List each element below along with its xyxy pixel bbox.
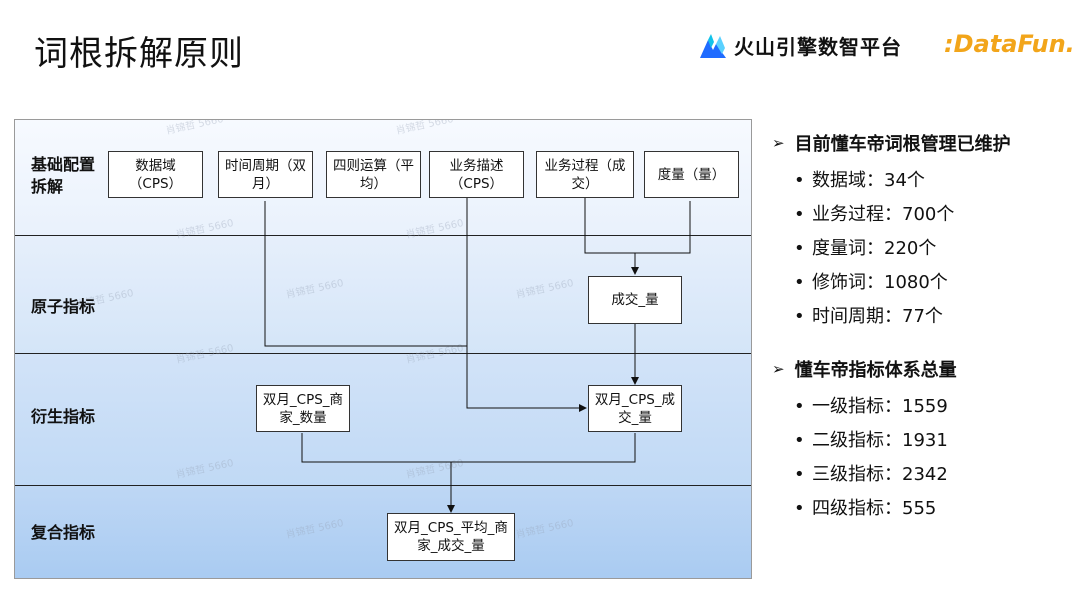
- volcengine-logo: 火山引擎数智平台: [698, 30, 902, 60]
- list-item: 二级指标：1931: [772, 424, 1072, 458]
- stats-panel: ➢ 目前懂车帝词根管理已维护 数据域：34个 业务过程：700个 度量词：220…: [772, 130, 1072, 526]
- row-divider: [15, 235, 751, 236]
- stats-list: 一级指标：1559 二级指标：1931 三级指标：2342 四级指标：555: [772, 390, 1072, 526]
- list-item: 一级指标：1559: [772, 390, 1072, 424]
- node-composite-metric: 双月_CPS_平均_商 家_成交_量: [387, 513, 515, 561]
- node-derived-right: 双月_CPS_成 交_量: [588, 385, 682, 432]
- row-divider: [15, 485, 751, 486]
- volcengine-logo-text: 火山引擎数智平台: [734, 34, 902, 59]
- connector-derived-composite: [301, 433, 636, 463]
- logo-bar: 火山引擎数智平台 :DataFun.: [698, 30, 1075, 62]
- list-item: 三级指标：2342: [772, 458, 1072, 492]
- page-title: 词根拆解原则: [34, 34, 244, 74]
- node-biz-desc: 业务描述 （CPS）: [429, 151, 524, 198]
- row-label-composite: 复合指标: [31, 523, 96, 542]
- node-atomic-metric: 成交_量: [588, 276, 682, 324]
- connector-lines: [264, 197, 691, 513]
- row-label-base-config: 基础配置 拆解: [31, 155, 96, 196]
- section-title: ➢ 懂车帝指标体系总量: [772, 356, 1072, 382]
- connector-measure-atomic: [635, 201, 691, 254]
- list-item: 业务过程：700个: [772, 198, 1072, 232]
- connector-process-atomic: [584, 197, 635, 254]
- list-item: 修饰词：1080个: [772, 266, 1072, 300]
- row-label-derived: 衍生指标: [31, 407, 96, 426]
- node-time-period: 时间周期（双 月）: [218, 151, 313, 198]
- row-divider: [15, 353, 751, 354]
- node-measure: 度量（量）: [644, 151, 739, 198]
- arrow-bullet-icon: ➢: [772, 134, 785, 152]
- datafun-logo: :DataFun.: [944, 30, 1075, 58]
- arrow-bullet-icon: ➢: [772, 360, 785, 378]
- volcano-icon: [700, 34, 726, 58]
- row-band-composite: [15, 486, 751, 578]
- connector-time-derived: [264, 201, 467, 347]
- list-item: 四级指标：555: [772, 492, 1072, 526]
- row-label-atomic: 原子指标: [31, 297, 96, 316]
- section-title-text: 目前懂车帝词根管理已维护: [794, 134, 1011, 155]
- node-data-domain: 数据域 （CPS）: [108, 151, 203, 198]
- list-item: 时间周期：77个: [772, 300, 1072, 334]
- stats-list: 数据域：34个 业务过程：700个 度量词：220个 修饰词：1080个 时间周…: [772, 164, 1072, 334]
- datafun-logo-text: :DataFun.: [944, 30, 1075, 58]
- list-item: 度量词：220个: [772, 232, 1072, 266]
- node-derived-left: 双月_CPS_商 家_数量: [256, 385, 350, 432]
- section-title: ➢ 目前懂车帝词根管理已维护: [772, 130, 1072, 156]
- section-title-text: 懂车帝指标体系总量: [794, 360, 957, 381]
- arrow-desc-derived: [466, 197, 587, 412]
- word-root-diagram: 肖锦哲 5660 肖锦哲 5660 肖锦哲 5660 肖锦哲 5660 肖锦哲 …: [14, 119, 752, 579]
- node-biz-process: 业务过程（成 交）: [536, 151, 634, 198]
- node-arithmetic: 四则运算（平 均）: [326, 151, 421, 198]
- list-item: 数据域：34个: [772, 164, 1072, 198]
